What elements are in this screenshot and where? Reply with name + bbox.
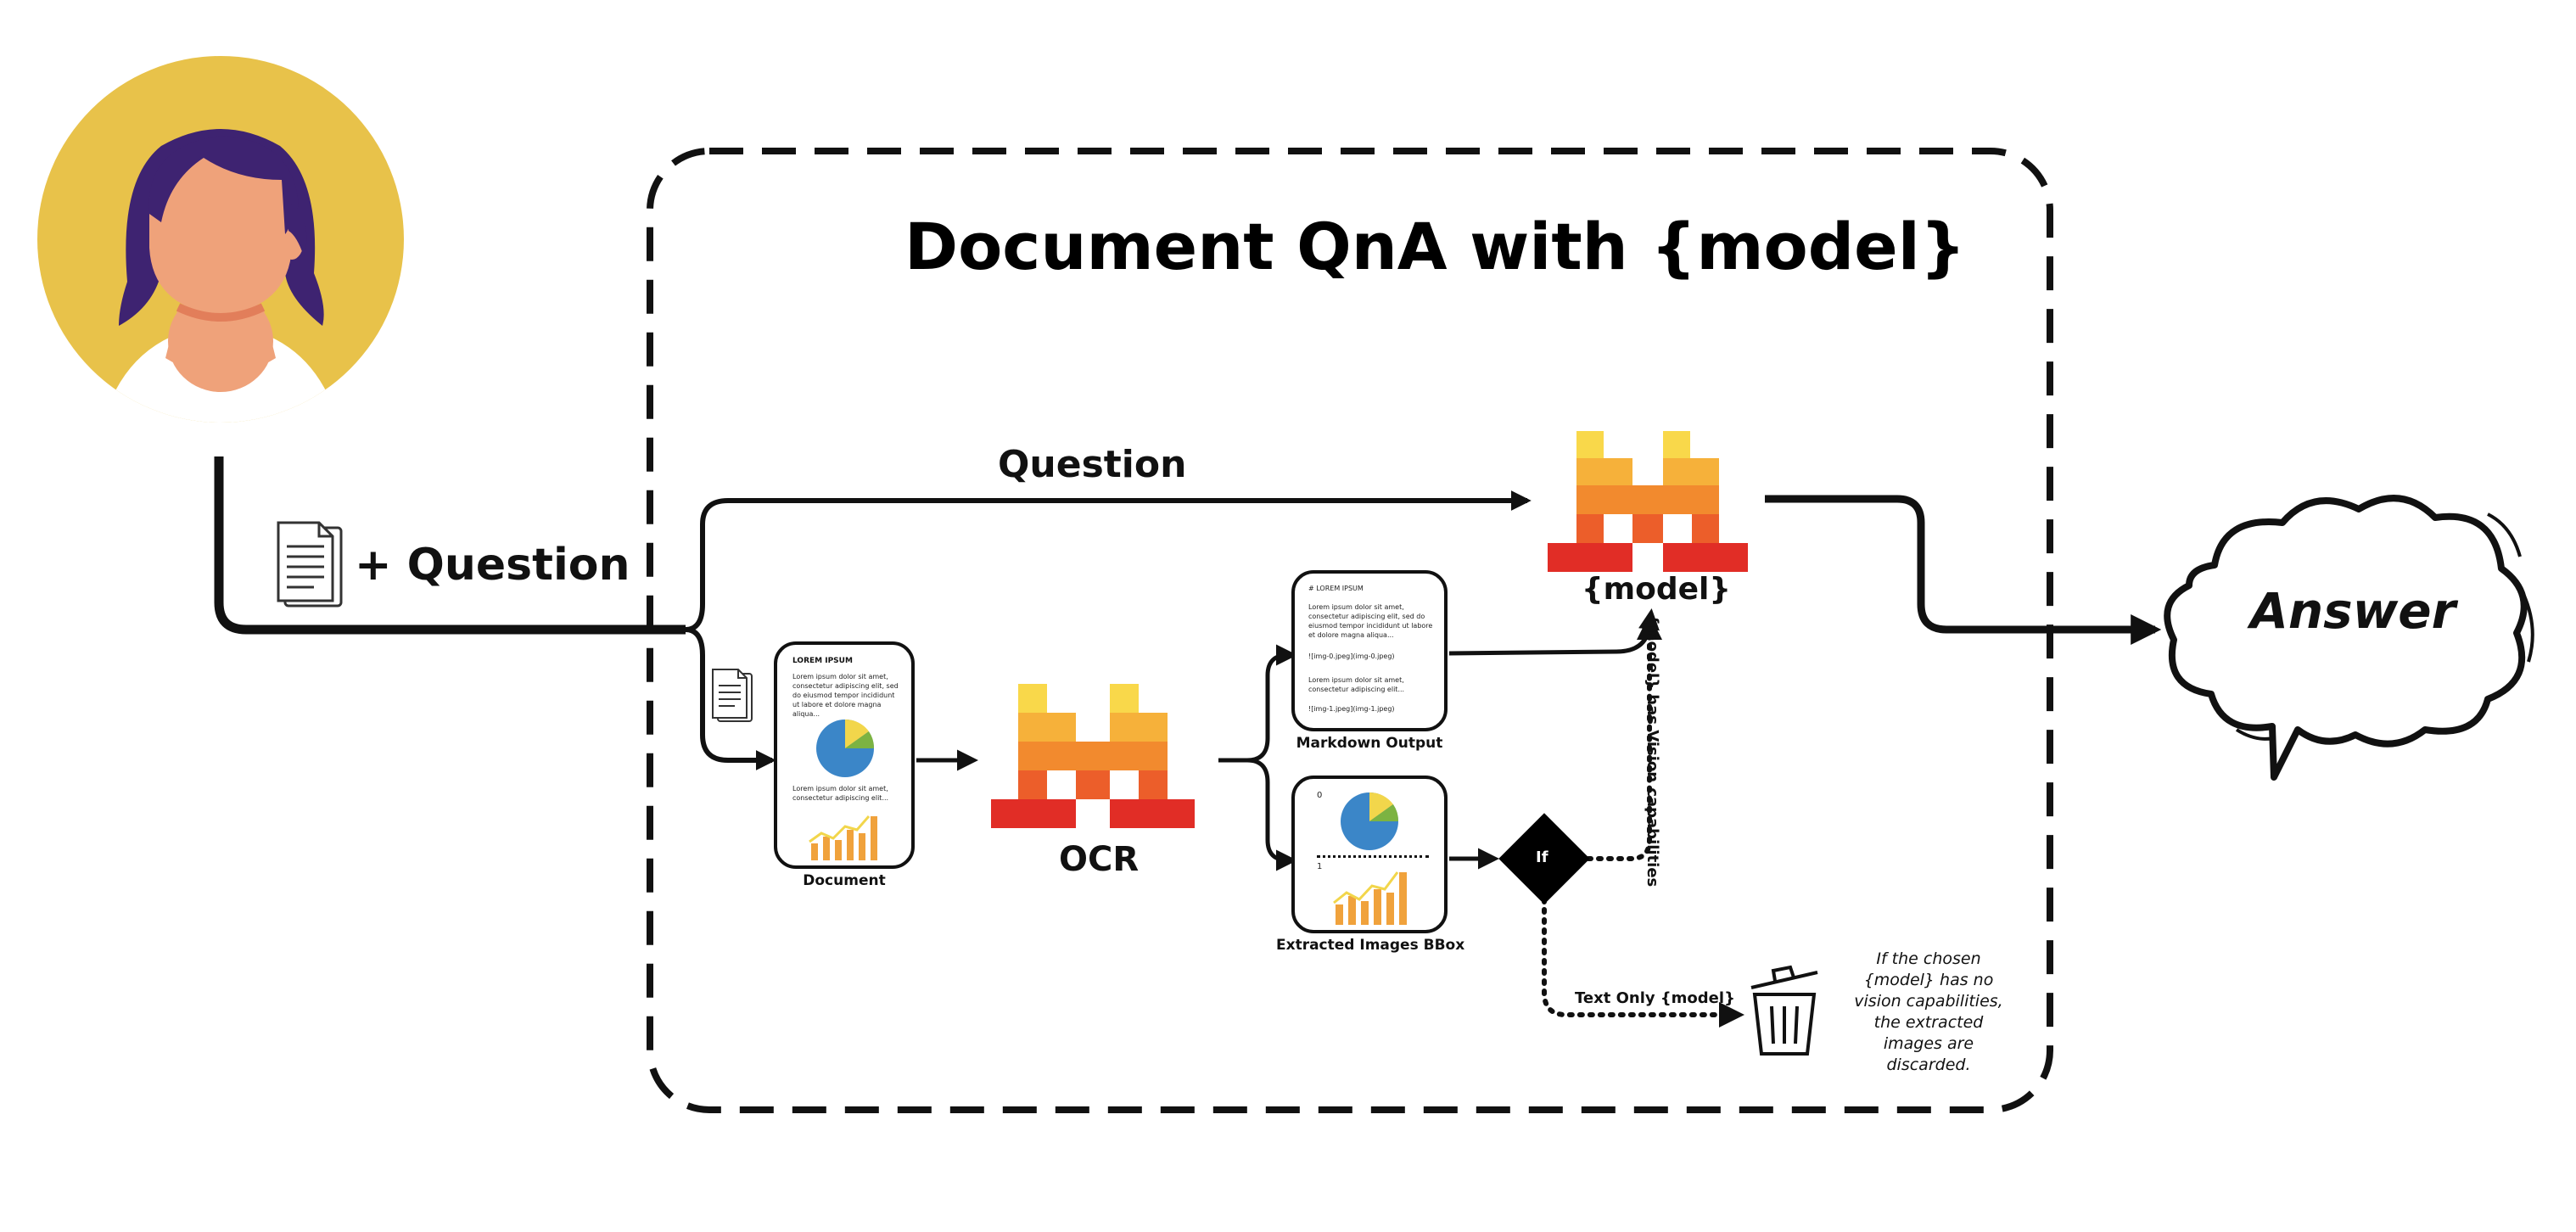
bar-chart-icon	[1333, 871, 1407, 925]
document-branch-line	[685, 627, 776, 770]
document-caption: Document	[803, 872, 886, 889]
bar-chart-icon	[809, 815, 877, 860]
vision-branch-label: {model} has Vision capabilities	[1644, 614, 1661, 888]
image-index: 0	[1317, 791, 1323, 800]
image-separator	[1317, 855, 1429, 858]
pie-chart-icon	[1341, 792, 1399, 850]
text-only-branch-label: Text Only {model}	[1575, 989, 1735, 1007]
trash-icon	[1750, 965, 1818, 1056]
markdown-image-ref: ![img-0.jpeg](img-0.jpeg)	[1308, 652, 1395, 660]
user-input-line	[214, 456, 686, 635]
cloud-icon	[2164, 495, 2534, 781]
document-paragraph: Lorem ipsum dolor sit amet, consectetur …	[792, 785, 889, 802]
question-arrow	[685, 490, 1532, 632]
extracted-images-card: 0 1	[1291, 776, 1448, 933]
user-avatar-icon	[37, 56, 404, 423]
image-index: 1	[1317, 862, 1323, 871]
document-card: LOREM IPSUM Lorem ipsum dolor sit amet, …	[774, 641, 915, 869]
document-icon	[712, 669, 753, 722]
discard-note: If the chosen {model} has no vision capa…	[1854, 949, 2003, 1074]
text-only-branch-line	[1542, 897, 1744, 1028]
decision-label: If	[1536, 848, 1548, 866]
pie-chart-icon	[816, 719, 875, 777]
markdown-paragraph: Lorem ipsum dolor sit amet, consectetur …	[1308, 676, 1405, 693]
document-paragraph: Lorem ipsum dolor sit amet, consectetur …	[792, 673, 899, 718]
model-to-answer-arrow	[1765, 495, 2162, 645]
markdown-output-caption: Markdown Output	[1296, 735, 1443, 752]
ocr-label: OCR	[1059, 840, 1140, 879]
document-heading: LOREM IPSUM	[792, 657, 853, 665]
markdown-heading: # LOREM IPSUM	[1308, 585, 1364, 592]
vision-branch-line	[1586, 614, 1662, 861]
markdown-image-ref: ![img-1.jpeg](img-1.jpeg)	[1308, 705, 1395, 713]
extracted-images-caption: Extracted Images BBox	[1276, 937, 1465, 954]
document-icon	[277, 521, 343, 608]
markdown-paragraph: Lorem ipsum dolor sit amet, consectetur …	[1308, 603, 1433, 639]
ocr-to-images-arrow	[1246, 758, 1297, 871]
markdown-output-card: # LOREM IPSUM Lorem ipsum dolor sit amet…	[1291, 570, 1448, 731]
user-input-label: + Question	[355, 540, 630, 591]
model-label: {model}	[1582, 572, 1732, 607]
markdown-to-model-line	[1448, 608, 1660, 656]
mistral-logo-icon	[1548, 431, 1748, 572]
answer-label: Answer	[2250, 582, 2456, 640]
mistral-logo-icon	[991, 684, 1195, 828]
ocr-to-markdown-arrow	[1218, 644, 1297, 763]
page-title: Document QnA with {model}	[904, 209, 1966, 284]
question-label: Question	[998, 443, 1187, 486]
